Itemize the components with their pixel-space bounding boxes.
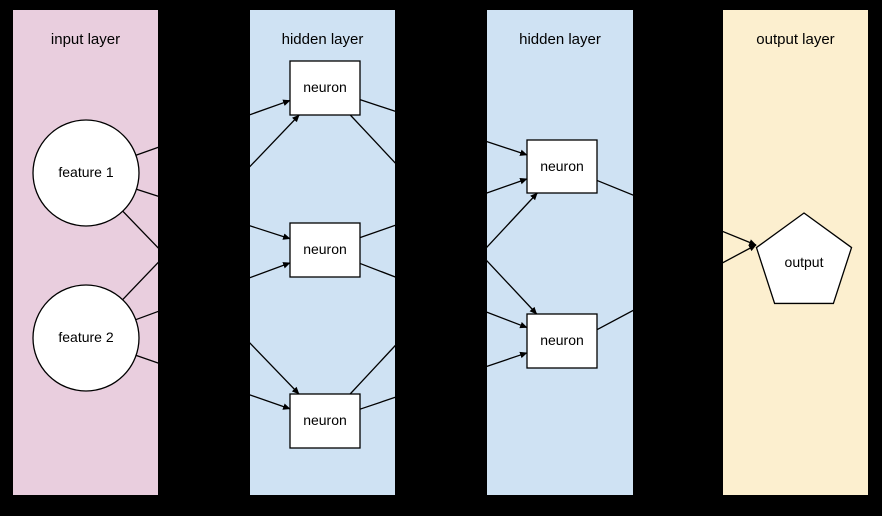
node-label-neuron1: neuron [303, 79, 347, 95]
layer-hidden-1-title: hidden layer [281, 31, 364, 48]
node-label-neuron4: neuron [540, 157, 584, 174]
node-label-feature1: feature 1 [58, 164, 114, 180]
layer-output-layer: output layer [723, 10, 868, 495]
layer-input-title: input layer [50, 31, 121, 48]
layer-hidden-2-title: hidden layer [519, 31, 601, 48]
node-label-neuron5: neuron [540, 332, 584, 348]
node-label-output: output [784, 254, 824, 270]
layer-hidden-layer-2: hidden layer [487, 10, 633, 495]
layer-output-title: output layer [756, 31, 835, 48]
node-label-neuron3: neuron [303, 412, 347, 428]
node-label-neuron2: neuron [303, 241, 347, 257]
layer-input-layer: input layer [13, 10, 158, 495]
node-label-feature2: feature 2 [58, 329, 114, 345]
